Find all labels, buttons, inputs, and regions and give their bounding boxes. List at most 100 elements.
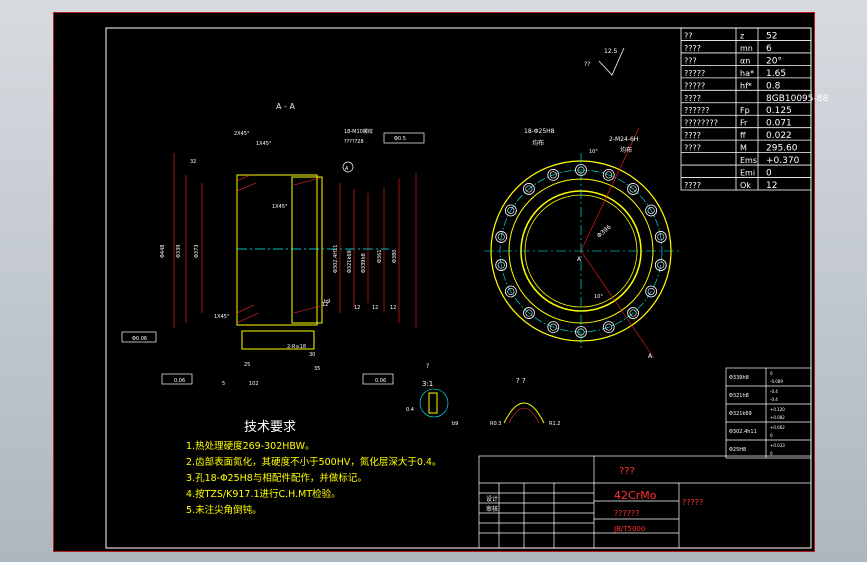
bolt-hole (523, 307, 535, 319)
bolt-hole (547, 321, 560, 334)
tech-item-4: 4.按TZS/K917.1进行C.H.MT检验。 (186, 488, 341, 500)
bolt-hole (602, 168, 615, 181)
tech-item-5: 5.未注尖角倒钝。 (186, 504, 262, 516)
runout-left: 0.06 (174, 378, 185, 384)
bolt-hole-inner (507, 287, 515, 295)
dim-l4: 30 (309, 352, 315, 358)
param-value: 20° (766, 56, 782, 66)
detail-scale: 3:1 (422, 380, 433, 388)
param-value: 1.65 (766, 69, 786, 79)
r2: R1.2 (549, 421, 560, 427)
dim-l3: 5 (222, 381, 225, 387)
dim-d2: Φ339 (176, 245, 182, 258)
tol-upper: 0 (770, 371, 773, 376)
param-value: 52 (766, 31, 777, 41)
bolt-hole-inner (497, 261, 505, 269)
check-label: 审核 (486, 505, 498, 513)
dim-chamfer-2: 1X45° (256, 141, 272, 147)
roughness-val: 12.5 (604, 48, 618, 55)
dim-d4: Φ302.4H11 (333, 245, 339, 273)
tech-item-2: 2.齿部表面氮化，其硬度不小于500HV，氮化层深大于0.4。 (186, 456, 441, 468)
param-value: +0.370 (766, 156, 800, 166)
bolt-hole-inner (525, 185, 533, 193)
param-symbol: z (740, 31, 744, 40)
param-name: ????? (684, 81, 705, 90)
param-value: 8GB10095-88 (766, 94, 828, 104)
tol-dia: Φ25H8 (729, 447, 746, 453)
param-name: ??? (684, 56, 697, 65)
dim-chamfer-4: 1X45° (214, 314, 230, 320)
dim-d3: Φ373 (194, 245, 200, 258)
bolt-hole (495, 259, 508, 271)
param-symbol: Fr (740, 119, 748, 128)
company: ????? (682, 498, 703, 507)
b-dim: b9 (452, 421, 458, 427)
tol-1: Φ0.5 (394, 136, 406, 142)
section-view: A - A Φ448 Φ339 Φ373 Φ302.4H11 (121, 102, 425, 387)
bolt-hole (504, 204, 517, 217)
param-name: ???? (684, 131, 701, 140)
param-name: ???? (684, 94, 701, 103)
detail-label: ? ? (516, 377, 526, 385)
inner-border (105, 27, 812, 549)
dim-hole-2: ?????28 (344, 139, 364, 145)
bolt-hole-inner (657, 233, 665, 241)
svg-text:A: A (577, 256, 582, 263)
circularity: Φ0.06 (132, 336, 147, 342)
width-1: 12 (322, 302, 328, 308)
hole-label: 18-Φ25H8 (524, 128, 555, 135)
param-name: ???????? (684, 119, 718, 128)
tol-upper: -0.4 (770, 389, 778, 394)
tol-upper: +0.120 (770, 407, 785, 412)
bolt-hole (627, 183, 639, 195)
roughness-q: ?? (584, 61, 590, 68)
tech-item-3: 3.孔18-Φ25H8与相配件配作，并做标记。 (186, 472, 367, 484)
param-value: 6 (766, 44, 772, 54)
bolt-hole (523, 183, 535, 195)
param-value: 0 (766, 169, 772, 179)
detail-view: ? 3:1 0.4 b9 ? ? R0.3 R1.2 (406, 363, 560, 427)
param-name: ???? (684, 181, 701, 190)
bolt-hole-inner (549, 323, 557, 331)
design-label: 设计 (486, 495, 498, 503)
dim-l2: 102 (249, 381, 259, 387)
tol-upper: +0.033 (770, 443, 785, 448)
param-symbol: ff (740, 131, 746, 140)
bolt-hole-inner (647, 287, 655, 295)
datum-a: A (345, 166, 349, 172)
tol-upper: +0.062 (770, 425, 785, 430)
dim-b: b9 (324, 299, 330, 305)
svg-text:?: ? (426, 363, 429, 370)
angle-1: 10° (589, 149, 598, 155)
bolt-hole (495, 231, 508, 243)
bolt-hole-inner (629, 309, 637, 317)
tolerance-table: Φ339h80-0.089Φ321h8-0.4-0.4Φ321k69+0.120… (725, 367, 812, 459)
bolt-hole-inner (497, 233, 505, 241)
param-symbol: M (740, 144, 747, 153)
param-name: ????? (684, 69, 705, 78)
bolt-hole-inner (549, 171, 557, 179)
tol-lower: +0.082 (770, 415, 785, 420)
tol-dia: Φ321k69 (729, 411, 752, 417)
dim-hole-1: 18-M10螺纹 (344, 128, 373, 135)
width-2: 12 (354, 305, 360, 311)
bolt-hole-inner (525, 309, 533, 317)
bolt-hole (645, 285, 658, 298)
param-symbol: ha* (740, 69, 754, 78)
material-sub: ?????? (614, 509, 639, 518)
param-symbol: αn (740, 56, 750, 65)
bolt-hole-inner (657, 261, 665, 269)
tech-item-1: 1.热处理硬度269-302HBW。 (186, 440, 314, 452)
r1: R0.3 (490, 421, 501, 427)
tol-dia: Φ302.4h11 (729, 429, 757, 435)
title-block (478, 455, 812, 549)
param-name: ?????? (684, 106, 709, 115)
material: 42CrMo (614, 489, 657, 502)
dim-32: 32 (190, 159, 196, 165)
dim-d7: Φ361 (377, 250, 383, 263)
bolt-hole-inner (629, 185, 637, 193)
standard: JB/T5000 (613, 525, 645, 533)
param-symbol: Ems (740, 156, 757, 165)
